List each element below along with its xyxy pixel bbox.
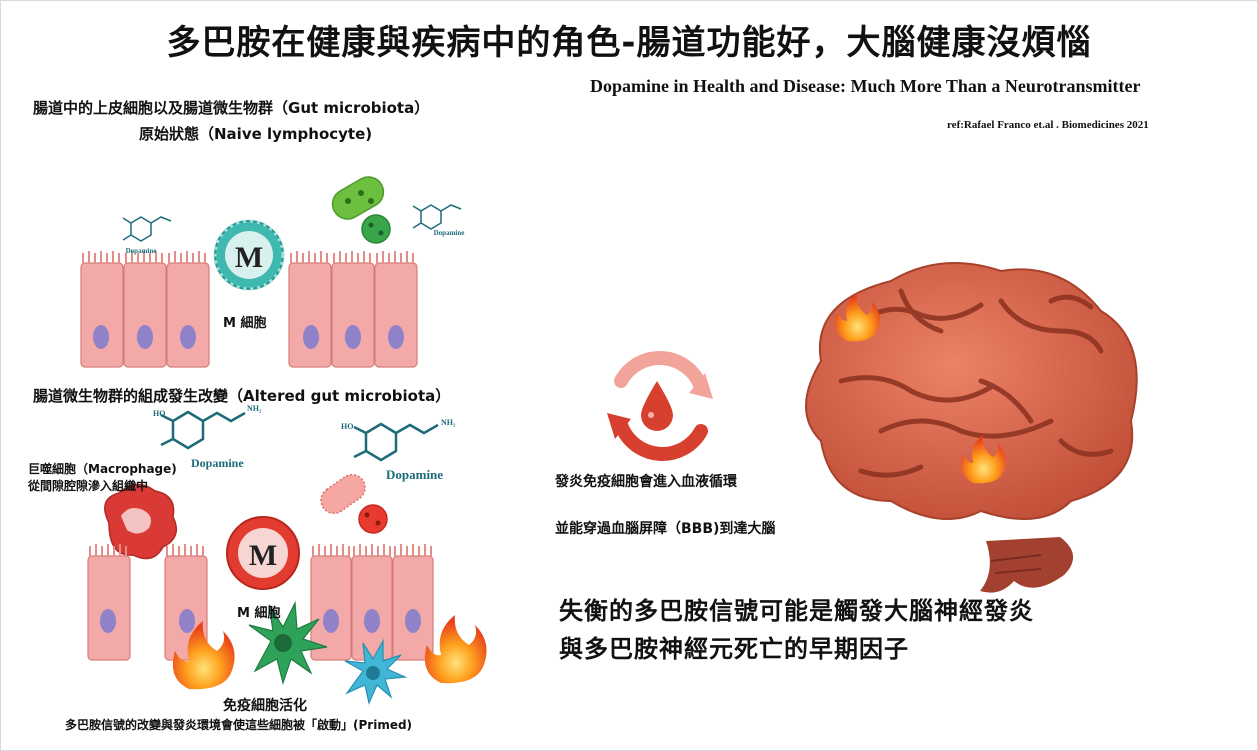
conclusion-line-2: 與多巴胺神經元死亡的早期因子 xyxy=(559,629,909,664)
epithelial-cell xyxy=(311,544,351,660)
epithelial-cell xyxy=(167,251,209,367)
epithelial-cell xyxy=(124,251,166,367)
m-letter-healthy: M xyxy=(235,241,263,274)
ho-label: HO xyxy=(153,409,165,418)
ho-label-2: HO xyxy=(341,422,353,431)
dopamine-label-small-left: Dopamine xyxy=(126,247,157,255)
reference-citation: ref:Rafael Franco et.al . Biomedicines 2… xyxy=(947,119,1149,131)
gut-bacteria-altered xyxy=(316,470,387,533)
epithelial-cell xyxy=(88,544,130,660)
altered-microbiota-heading: 腸道微生物群的組成發生改變（Altered gut microbiota） xyxy=(33,385,450,406)
nh2-label-2: NH₂ xyxy=(441,418,456,427)
gut-bacteria-healthy xyxy=(327,172,390,243)
m-cell-label-inflamed: M 細胞 xyxy=(237,602,280,621)
circulation-text-2: 並能穿過血腦屏障（BBB)到達大腦 xyxy=(555,518,775,538)
page-subtitle: Dopamine in Health and Disease: Much Mor… xyxy=(590,76,1141,97)
epithelial-cell xyxy=(352,544,392,660)
m-letter-inflamed: M xyxy=(249,539,277,572)
m-cell-label-healthy: M 細胞 xyxy=(223,312,266,331)
dopamine-label-large-2: Dopamine xyxy=(386,467,443,482)
dopamine-molecule-large-2 xyxy=(354,424,438,460)
top-panel-heading: 腸道中的上皮細胞以及腸道微生物群（Gut microbiota） xyxy=(33,97,429,118)
primed-note: 多巴胺信號的改變與發炎環境會使這些細胞被「啟動」(Primed) xyxy=(65,716,412,733)
dopamine-molecule-small-right xyxy=(413,205,461,229)
immune-activation-label: 免疫細胞活化 xyxy=(223,695,307,715)
circulation-text-1: 發炎免疫細胞會進入血液循環 xyxy=(555,471,737,491)
conclusion-line-1: 失衡的多巴胺信號可能是觸發大腦神經發炎 xyxy=(559,591,1034,626)
dopamine-molecule-large-1 xyxy=(161,412,245,448)
macrophage-description: 從間隙腔隙滲入組織中 xyxy=(28,477,148,494)
epithelial-cell xyxy=(375,251,417,367)
page-title: 多巴胺在健康與疾病中的角色-腸道功能好，大腦健康沒煩惱 xyxy=(1,15,1257,64)
healthy-epithelium-left xyxy=(81,251,209,367)
macrophage-label: 巨噬細胞（Macrophage) xyxy=(28,460,177,477)
macrophage xyxy=(105,484,177,558)
epithelial-cell xyxy=(289,251,331,367)
epithelial-cell xyxy=(81,251,123,367)
healthy-epithelium-right xyxy=(289,251,417,367)
inflamed-epithelium-right xyxy=(311,544,433,660)
top-panel-subheading: 原始狀態（Naive lymphocyte) xyxy=(139,123,372,144)
dopamine-label-large-1: Dopamine xyxy=(191,456,244,470)
blood-circulation-icon xyxy=(607,358,713,454)
dopamine-molecule-small-left xyxy=(123,217,171,241)
epithelial-cell xyxy=(332,251,374,367)
fire-icon xyxy=(425,615,487,683)
epithelial-cell xyxy=(393,544,433,660)
dopamine-label-small-right: Dopamine xyxy=(434,229,465,237)
